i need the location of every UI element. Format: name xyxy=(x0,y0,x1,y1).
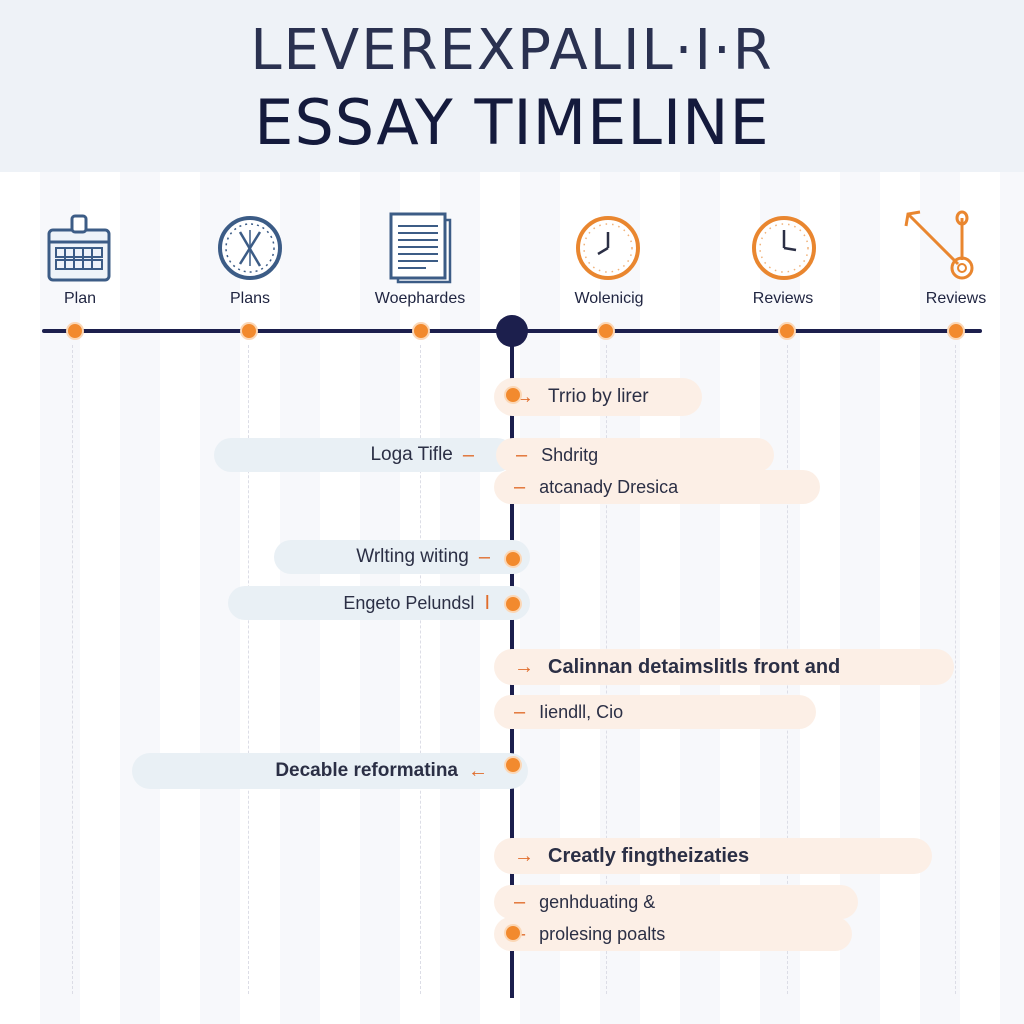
task-label: Creatly fingtheizaties xyxy=(548,844,750,867)
dash-icon: – xyxy=(514,890,526,913)
phase-marker xyxy=(597,322,615,340)
phase-marker xyxy=(778,322,796,340)
clock-icon xyxy=(752,216,816,280)
phase-label-4: Wolenicig xyxy=(574,290,644,307)
guide-line xyxy=(420,345,421,994)
task-pill: – genhduating & xyxy=(494,885,858,919)
phase-label-5: Reviews xyxy=(752,290,814,307)
phase-marker xyxy=(66,322,84,340)
task-pill: Decable reformatina ← xyxy=(132,753,528,789)
timeline-hub xyxy=(496,315,528,347)
page-title: ESSAY TIMELINE xyxy=(254,86,770,159)
task-pill: Wrlting witing – xyxy=(274,540,530,574)
phase-label-3: Woephardes xyxy=(374,290,466,307)
dash-icon: – xyxy=(514,700,526,723)
task-label: Trrio by lirer xyxy=(548,386,649,407)
task-pill: → Calinnan detaimslitls front and xyxy=(494,649,954,685)
bar-icon: I xyxy=(484,591,490,614)
calendar-icon xyxy=(47,214,111,282)
task-label: Decable reformatina xyxy=(275,760,458,781)
dash-icon: – xyxy=(478,545,490,568)
phase-label-6: Reviews xyxy=(925,290,987,307)
task-pill: → Trrio by lirer xyxy=(494,378,702,416)
arrow-right-icon: → xyxy=(514,844,534,867)
task-label: atcanady Dresica xyxy=(539,476,679,497)
task-marker xyxy=(504,595,522,613)
task-marker xyxy=(504,550,522,568)
clock-icon xyxy=(576,216,640,280)
task-label: prolesing poalts xyxy=(539,923,666,944)
guide-line xyxy=(72,345,73,994)
task-label: genhduating & xyxy=(539,891,656,912)
task-label: Calinnan detaimslitls front and xyxy=(548,655,841,678)
compass-clock-icon xyxy=(218,216,282,280)
task-label: Iiendll, Cio xyxy=(539,701,624,722)
arrow-right-icon: → xyxy=(514,655,534,678)
phase-marker xyxy=(947,322,965,340)
task-label: Loga Tifle xyxy=(370,444,453,465)
guide-line xyxy=(955,345,956,994)
dash-icon: – xyxy=(462,443,474,466)
task-pill: Engeto Pelundsl I xyxy=(228,586,530,620)
arrow-left-icon: ← xyxy=(468,759,488,782)
dash-icon: – xyxy=(516,443,528,466)
task-marker xyxy=(504,924,522,942)
phase-label-2: Plans xyxy=(229,290,271,307)
task-pill: – atcanady Dresica xyxy=(494,470,820,504)
header-band: LEVEREXPALIL·I·R ESSAY TIMELINE xyxy=(0,0,1024,172)
phase-marker xyxy=(412,322,430,340)
task-label: Shdritg xyxy=(541,444,599,465)
dash-icon: – xyxy=(514,475,526,498)
task-pill: – prolesing poalts xyxy=(494,917,852,951)
task-marker xyxy=(504,386,522,404)
task-pill: Loga Tifle – xyxy=(214,438,514,472)
task-pill: → Creatly fingtheizaties xyxy=(494,838,932,874)
guide-line xyxy=(248,345,249,994)
task-pill: – Shdritg xyxy=(496,438,774,472)
arrow-tool-icon xyxy=(904,210,974,280)
task-label: Wrlting witing xyxy=(356,546,469,567)
task-pill: – Iiendll, Cio xyxy=(494,695,816,729)
task-label: Engeto Pelundsl xyxy=(343,592,475,613)
phase-label-1: Plan xyxy=(63,290,97,307)
title-line-1: LEVEREXPALIL·I·R xyxy=(250,18,774,83)
task-marker xyxy=(504,756,522,774)
document-icon xyxy=(389,212,452,284)
phase-marker xyxy=(240,322,258,340)
